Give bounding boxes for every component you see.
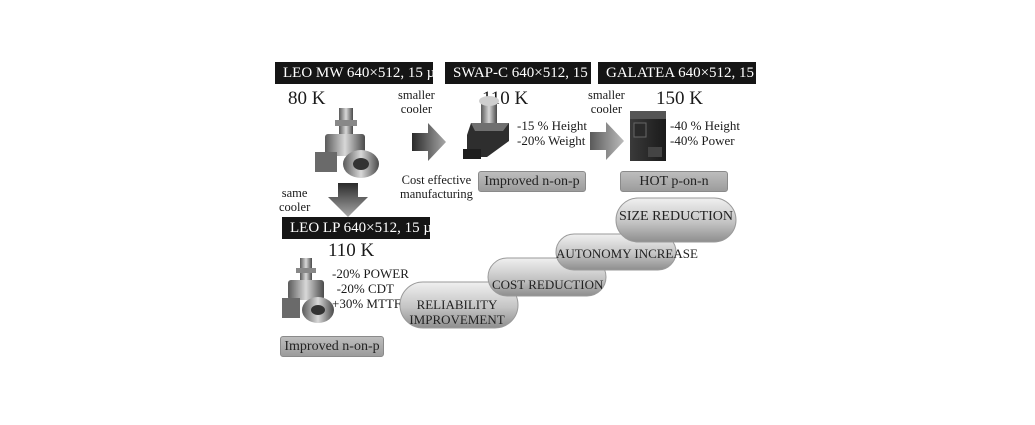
galatea-detector-image bbox=[630, 111, 666, 161]
smaller-cooler-label-1: smaller cooler bbox=[398, 88, 435, 116]
leo-mw-detector-image bbox=[315, 108, 379, 178]
swap-c-specs: -15 % Height -20% Weight bbox=[517, 118, 588, 148]
stage-pill-reliability bbox=[399, 281, 519, 329]
leo-lp-specs: -20% POWER -20% CDT +30% MTTF bbox=[332, 266, 409, 311]
galatea-temperature: 150 K bbox=[656, 88, 703, 109]
swap-c-detector-image bbox=[463, 96, 509, 159]
swap-c-technology-label: Improved n-on-p bbox=[478, 171, 586, 192]
cost-effective-label: Cost effective manufacturing bbox=[400, 173, 473, 201]
leo-lp-title: LEO LP 640×512, 15 µm bbox=[282, 217, 444, 239]
right-arrow-icon-2 bbox=[590, 122, 624, 160]
stage-size-label: SIZE REDUCTION bbox=[619, 209, 733, 224]
leo-mw-temperature: 80 K bbox=[288, 88, 326, 109]
leo-lp-detector-image bbox=[282, 258, 334, 323]
stage-pill-size bbox=[615, 197, 737, 243]
stage-autonomy-label: AUTONOMY INCREASE bbox=[556, 246, 698, 261]
down-arrow-icon bbox=[328, 183, 368, 217]
galatea-specs: -40 % Height -40% Power bbox=[670, 118, 741, 148]
leo-lp-technology-label: Improved n-on-p bbox=[280, 336, 384, 357]
stage-staircase bbox=[399, 197, 737, 329]
stage-reliability-label: RELIABILITY IMPROVEMENT bbox=[409, 297, 505, 327]
stage-cost-label: COST REDUCTION bbox=[492, 277, 604, 292]
galatea-title: GALATEA 640×512, 15 µm bbox=[598, 62, 778, 84]
stage-pill-autonomy bbox=[555, 233, 677, 271]
right-arrow-icon bbox=[412, 123, 446, 161]
leo-lp-temperature: 110 K bbox=[328, 240, 375, 261]
same-cooler-label: same cooler bbox=[279, 186, 311, 214]
swap-c-title: SWAP-C 640×512, 15 µm bbox=[445, 62, 612, 84]
galatea-technology-label: HOT p-on-n bbox=[620, 171, 728, 192]
smaller-cooler-label-2: smaller cooler bbox=[588, 88, 625, 116]
leo-mw-title: LEO MW 640×512, 15 µm bbox=[275, 62, 447, 84]
